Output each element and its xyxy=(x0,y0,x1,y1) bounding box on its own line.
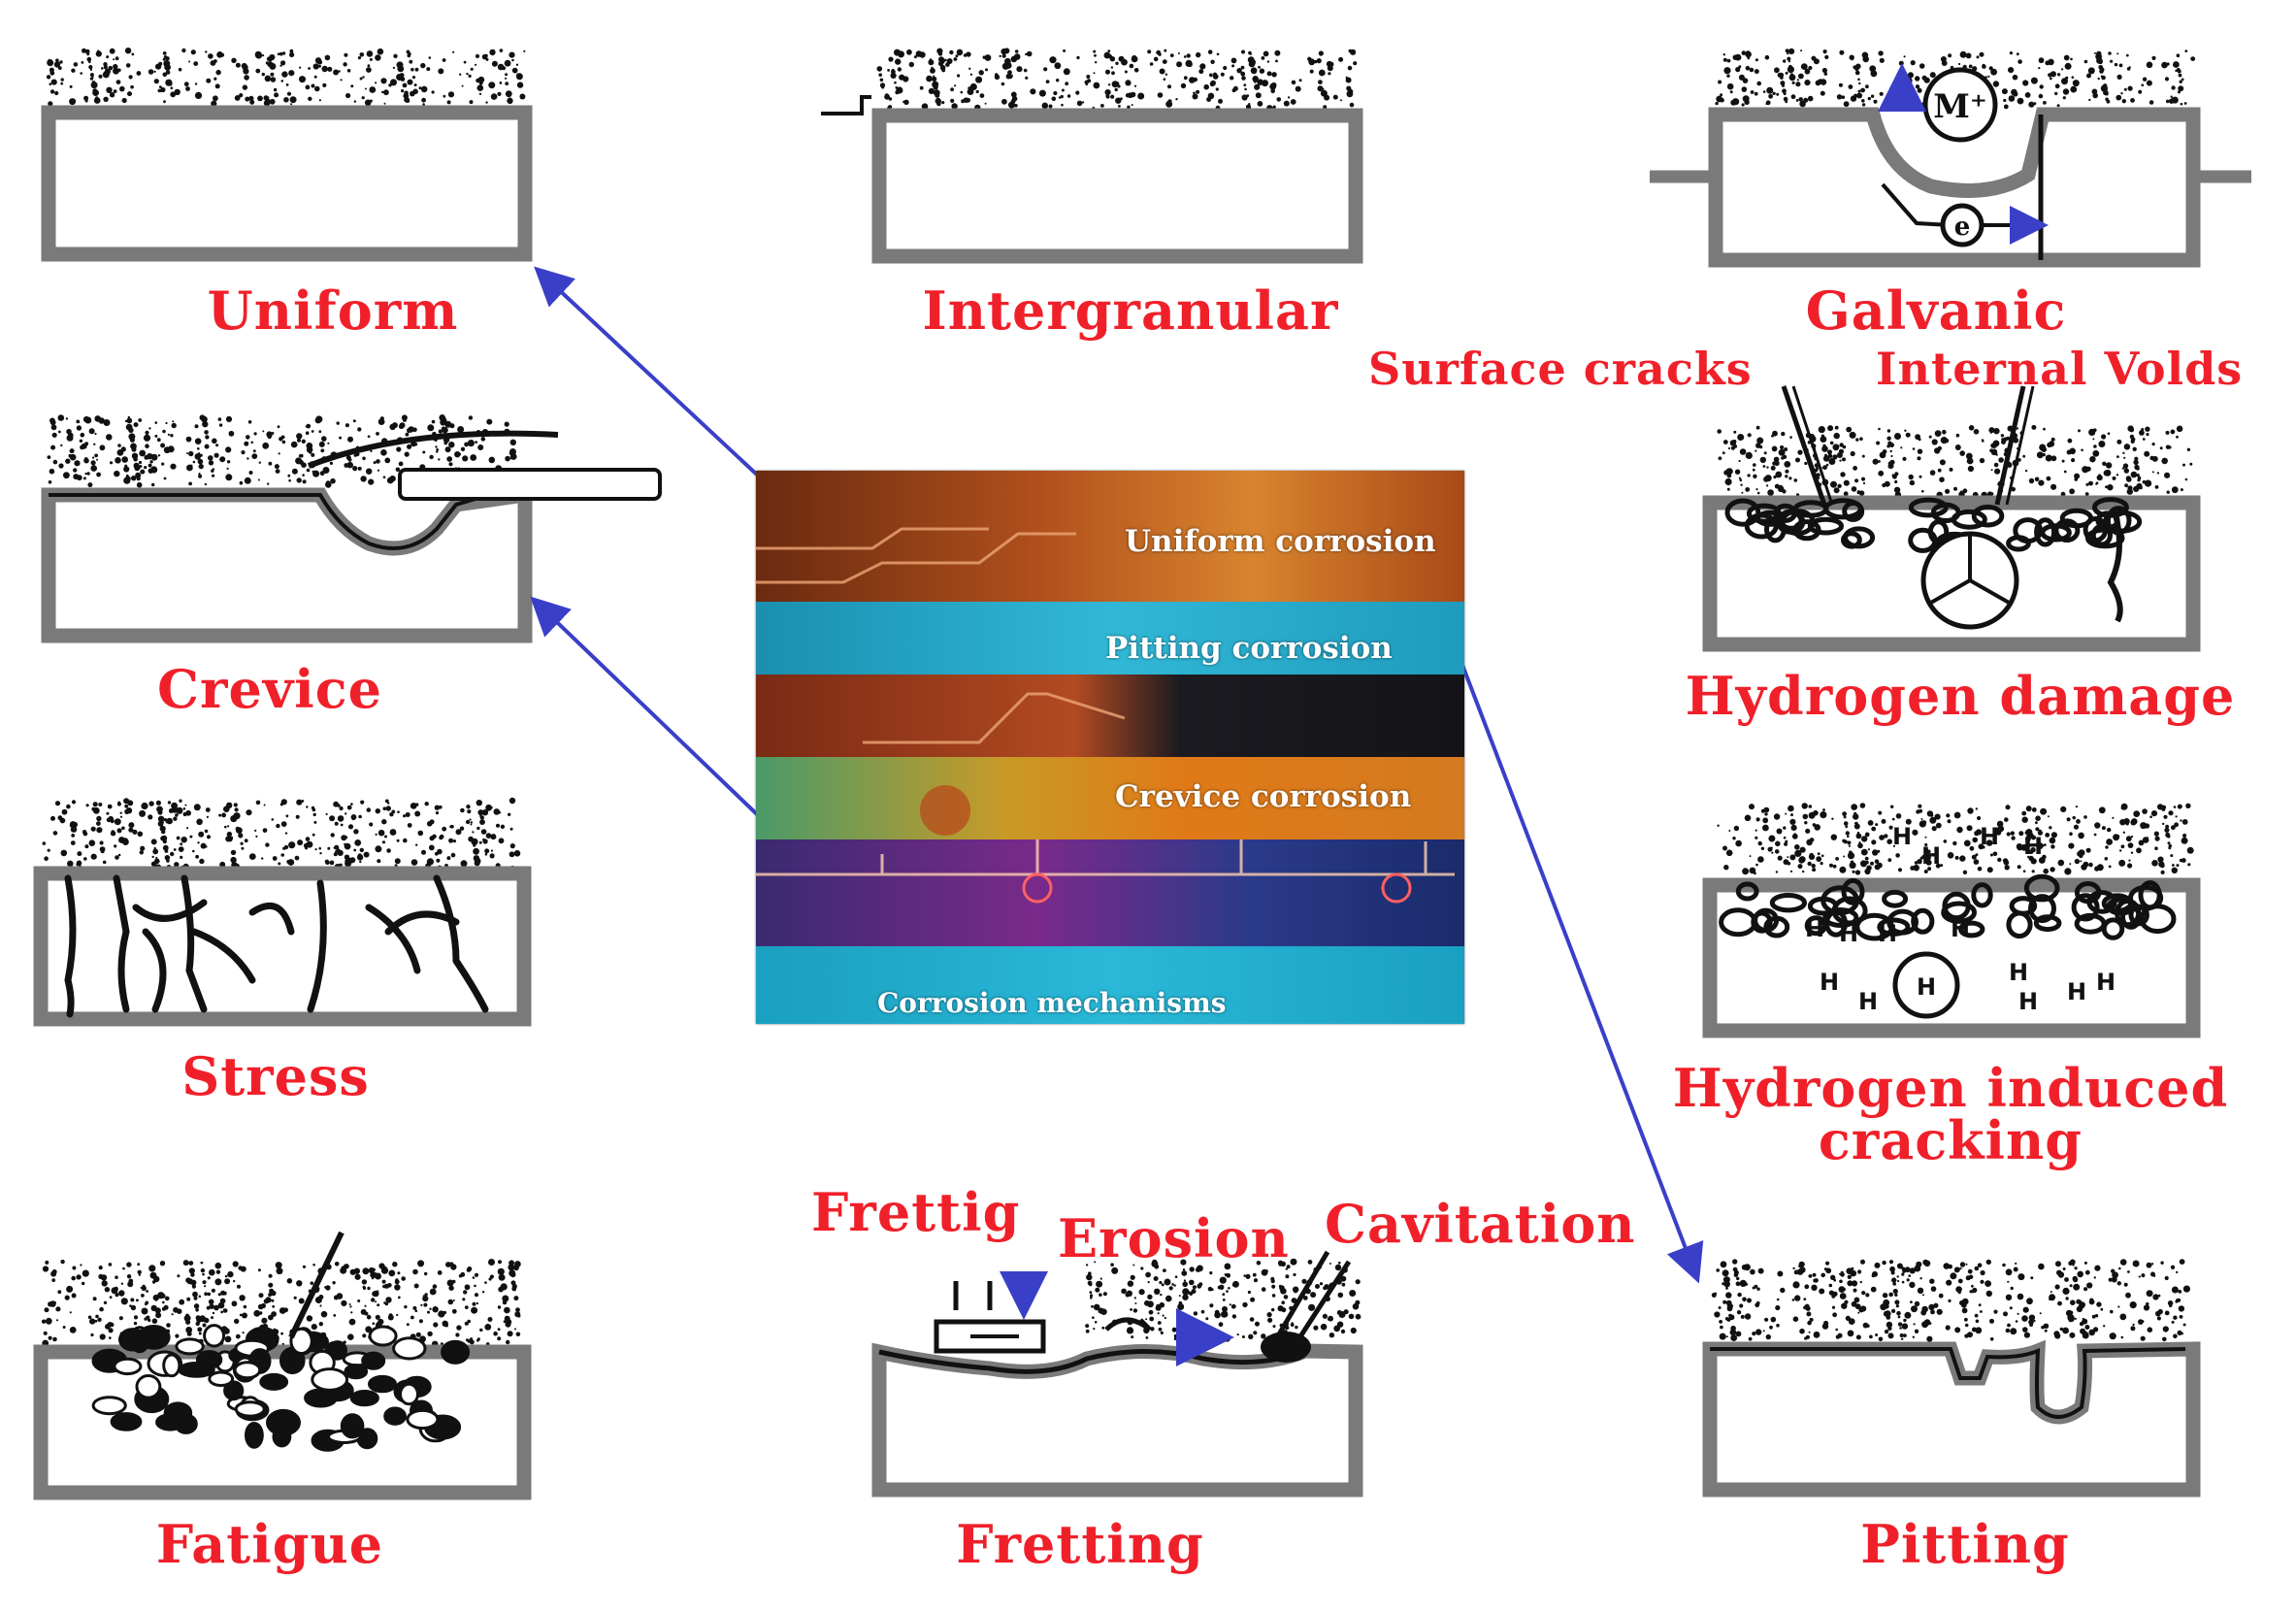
label-stress: Stress xyxy=(181,1045,370,1107)
hydrogen-symbol: H xyxy=(1921,842,1941,870)
label-crevice: Crevice xyxy=(157,658,382,720)
arrow-to-crevice xyxy=(530,596,760,817)
crevice-corrosion-text: Crevice corrosion xyxy=(1115,779,1412,814)
hydrogen-symbol: H xyxy=(1820,969,1839,996)
label-fretting: Fretting xyxy=(956,1513,1204,1575)
collage-lines xyxy=(756,527,1455,904)
hydrogen-symbol: H xyxy=(2009,959,2028,986)
electron-symbol: e xyxy=(1954,213,1971,242)
label-hydrogen-damage: Hydrogen damage xyxy=(1685,665,2236,727)
label-surface-cracks: Surface cracks xyxy=(1368,343,1753,395)
intergranular-illustration xyxy=(821,95,1363,264)
crevice-corrosion-band xyxy=(756,757,1464,839)
uniform-corrosion-band xyxy=(756,471,1464,602)
hydrogen-symbol: H xyxy=(1892,823,1912,850)
galvanic-illustration: M⁺ e xyxy=(1650,63,2251,268)
metal-ion-symbol: M⁺ xyxy=(1933,87,1987,126)
hydrogen-symbol: H xyxy=(2096,969,2116,996)
label-internal-voids: Internal Volds xyxy=(1876,343,2244,395)
electrolyte-dots xyxy=(41,48,2196,1348)
fretting-illustration xyxy=(871,1250,1363,1497)
corrosion-mechanisms-band xyxy=(756,946,1464,1024)
hydrogen-symbol: H xyxy=(1878,920,1897,947)
arrow-to-pitting xyxy=(1459,659,1704,1284)
hydrogen-symbol: H xyxy=(2067,978,2086,1005)
hydrogen-symbol: H xyxy=(1858,988,1878,1015)
fatigue-illustration xyxy=(33,1231,532,1500)
pitting-corrosion-band xyxy=(756,602,1464,674)
uniform-corrosion-text: Uniform corrosion xyxy=(1125,524,1436,559)
label-cavitation: Cavitation xyxy=(1325,1193,1636,1255)
label-uniform: Uniform xyxy=(207,280,459,342)
corrosion-mechanisms-text: Corrosion mechanisms xyxy=(877,987,1227,1019)
hydrogen-symbol: H xyxy=(2023,833,2043,860)
uniform-illustration xyxy=(41,105,533,262)
corrosion-photo-collage: Uniform corrosion Pitting corrosion Crev… xyxy=(756,471,1464,1024)
mechanisms-dark-band xyxy=(756,839,1464,946)
label-frettig: Frettig xyxy=(811,1181,1021,1243)
hydrogen-damage-illustration xyxy=(1702,385,2201,652)
hydrogen-symbol: H xyxy=(1951,915,1970,942)
connector-arrows xyxy=(530,266,1704,1284)
crevice-plate xyxy=(398,468,662,501)
hydrogen-symbol: H xyxy=(2018,988,2038,1015)
electron-circle xyxy=(1940,203,1984,247)
crevice-illustration xyxy=(41,430,662,643)
label-intergranular: Intergranular xyxy=(922,280,1339,342)
pitting-illustration xyxy=(1702,1339,2201,1497)
hydrogen-symbol: H xyxy=(1917,973,1936,1001)
hydrogen-symbol: H xyxy=(1805,915,1824,942)
label-pitting: Pitting xyxy=(1860,1513,2070,1575)
label-fatigue: Fatigue xyxy=(155,1513,384,1575)
stress-illustration xyxy=(33,866,532,1027)
label-erosion: Erosion xyxy=(1058,1207,1290,1269)
pitting-corrosion-text: Pitting corrosion xyxy=(1105,631,1393,666)
hydrogen-symbol: H xyxy=(1980,823,1999,850)
hydrogen-symbol: H xyxy=(1839,920,1858,947)
label-hydrogen-induced-cracking: Hydrogen induced cracking xyxy=(1672,1057,2229,1171)
arrow-to-uniform xyxy=(534,266,760,477)
label-galvanic: Galvanic xyxy=(1805,280,2067,342)
